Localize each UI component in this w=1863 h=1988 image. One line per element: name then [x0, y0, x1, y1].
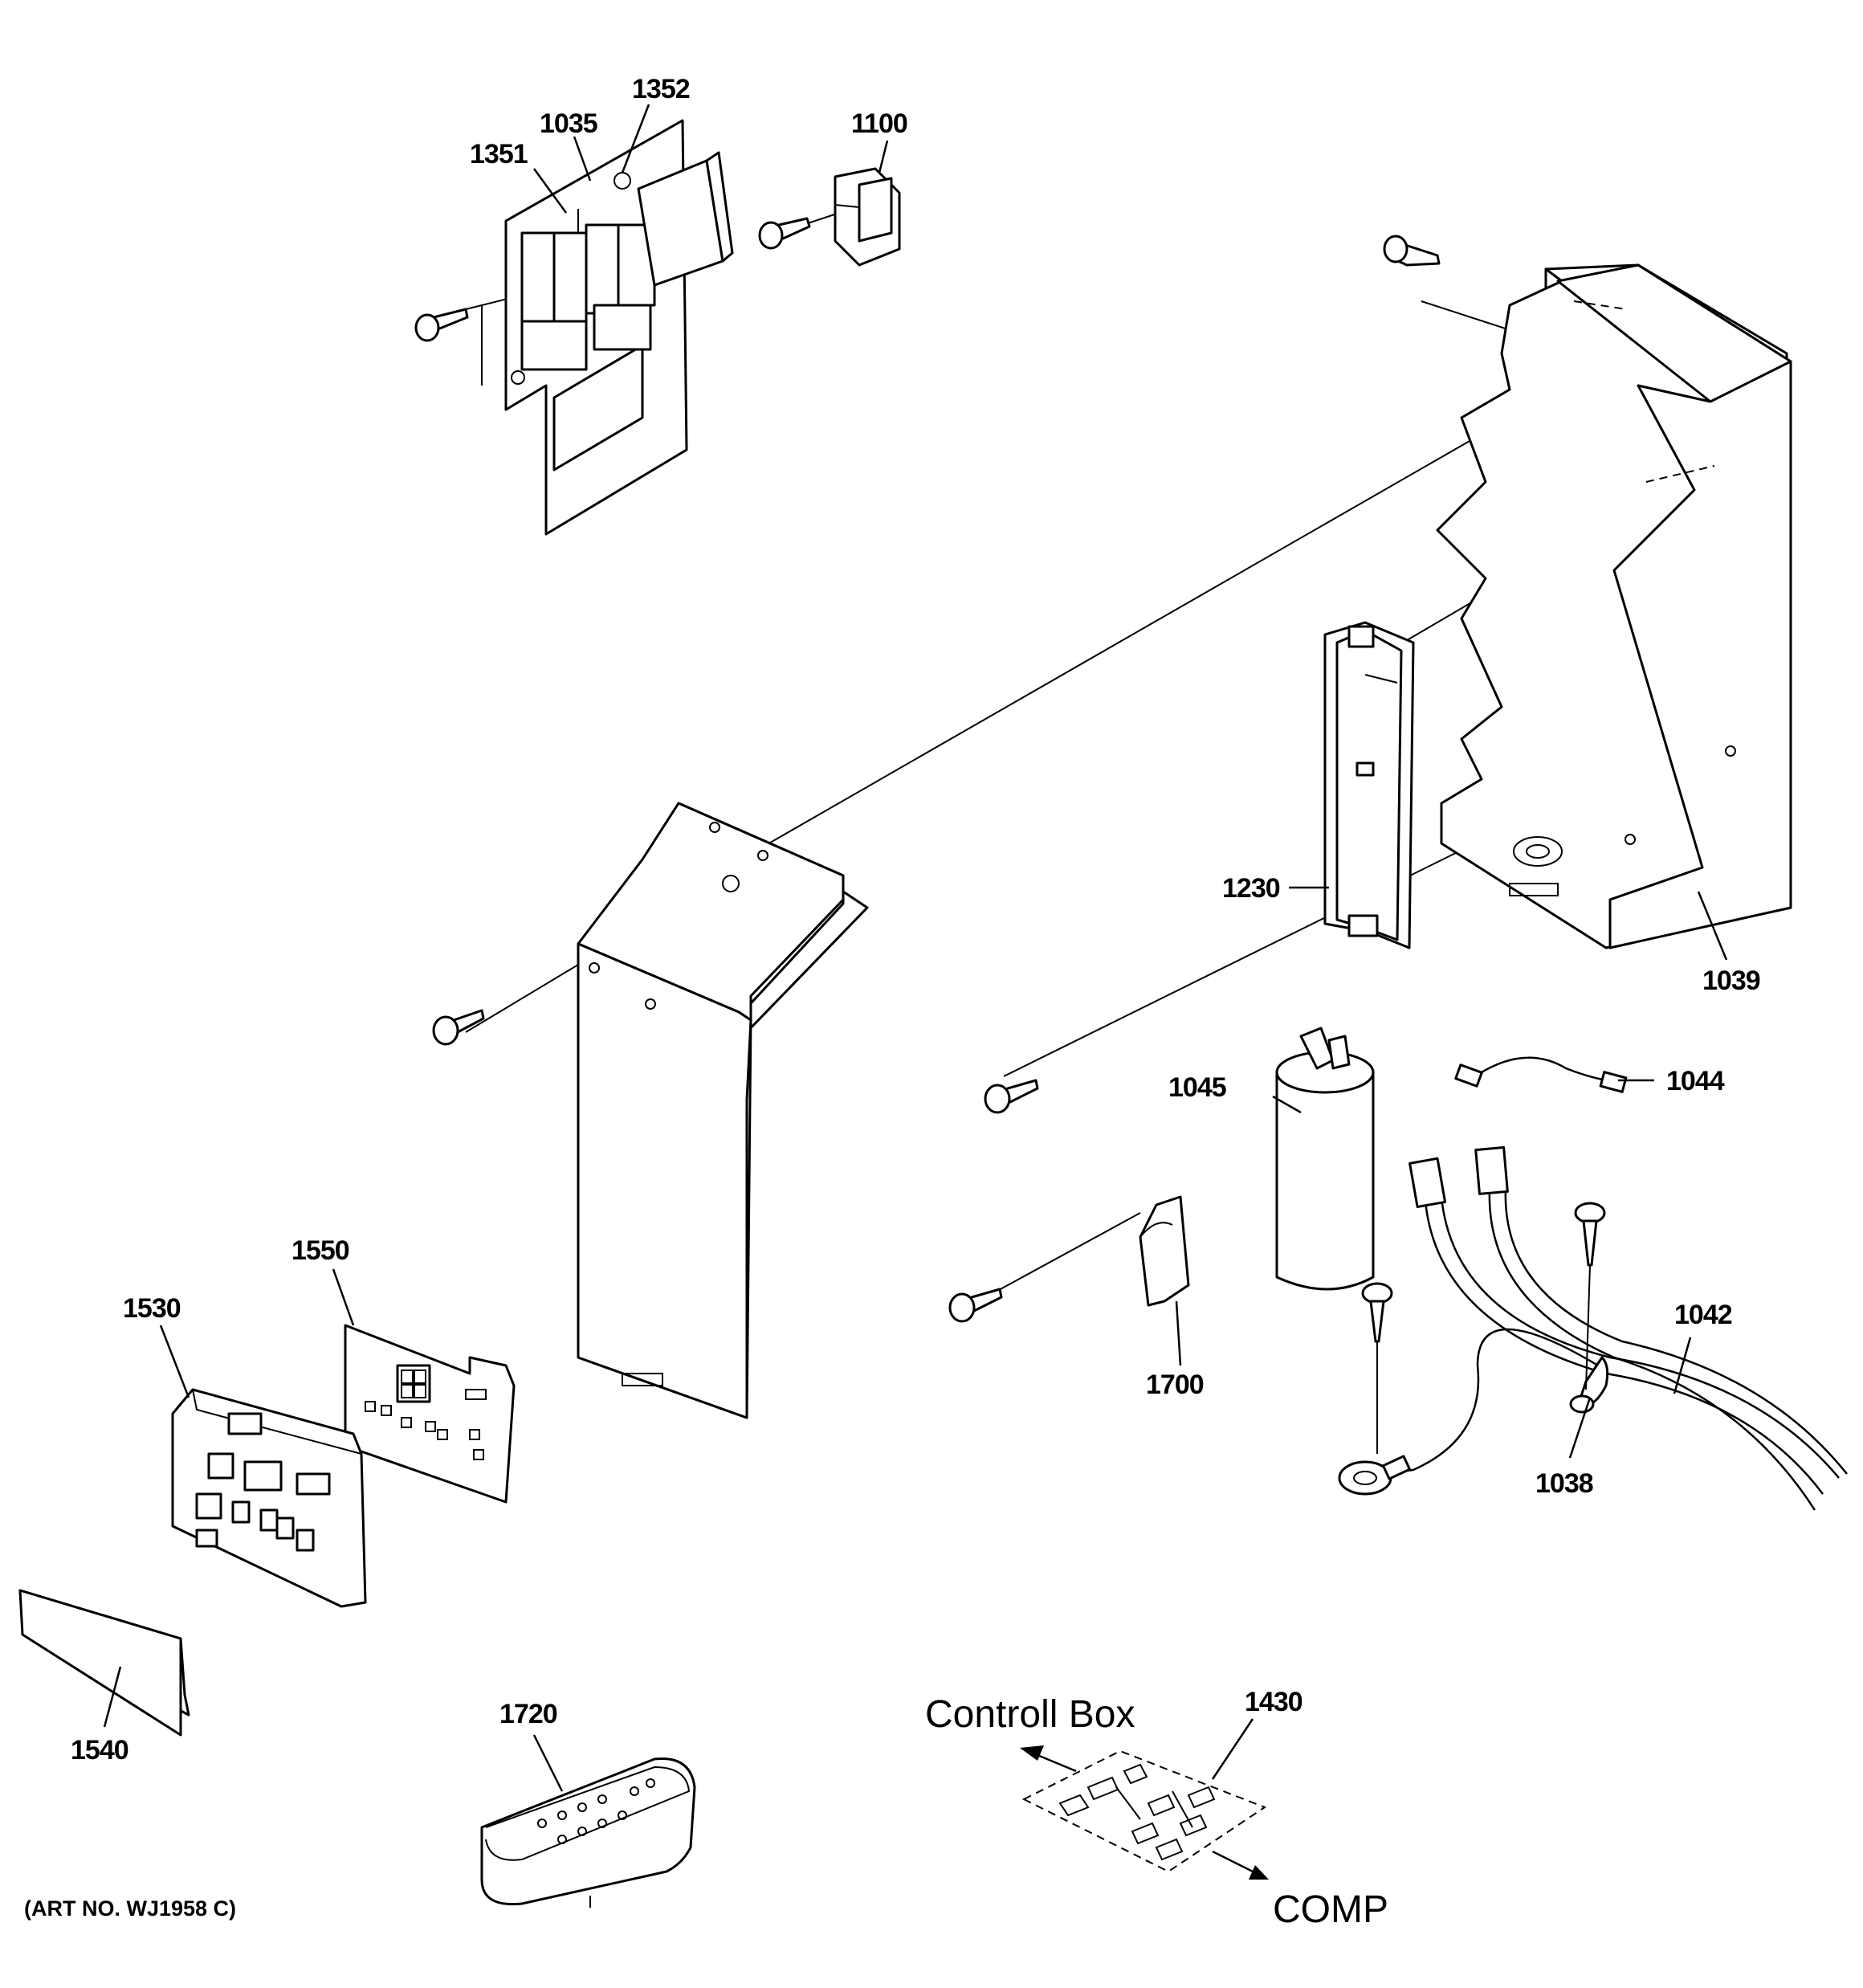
- label-1720: 1720: [499, 1699, 557, 1729]
- label-1352: 1352: [632, 74, 690, 104]
- arrow-control-box: [1020, 1745, 1077, 1773]
- jumper-wire-1044: [1454, 1056, 1628, 1093]
- label-1044: 1044: [1666, 1066, 1725, 1096]
- label-1100: 1100: [851, 108, 907, 139]
- capacitor-1045: [1275, 1027, 1375, 1291]
- label-1039: 1039: [1702, 965, 1760, 996]
- art-number: (ART NO. WJ1958 C): [24, 1896, 236, 1921]
- label-1045: 1045: [1168, 1072, 1226, 1103]
- screw-relay: [758, 217, 811, 250]
- label-1351: 1351: [470, 139, 528, 169]
- overlay-1540: [18, 1589, 190, 1737]
- screw-box-top: [1383, 235, 1441, 267]
- wiring-label-1430: [1021, 1749, 1267, 1873]
- screw-ground: [1361, 1282, 1393, 1454]
- screw-cover: [432, 1009, 485, 1046]
- label-1042: 1042: [1674, 1300, 1732, 1330]
- screw-clip: [1574, 1202, 1606, 1390]
- part-labels: 1352 1035 1351 1100 1230 1039 1045 1044 …: [24, 74, 1761, 1931]
- bracket-1230: [1323, 621, 1415, 949]
- label-1530: 1530: [123, 1293, 181, 1324]
- clamp-1700: [1139, 1195, 1190, 1307]
- label-1038: 1038: [1535, 1468, 1593, 1499]
- label-1700: 1700: [1146, 1370, 1204, 1400]
- label-leaders: [103, 104, 1728, 1792]
- display-panel-1530: [171, 1388, 367, 1608]
- label-1550: 1550: [291, 1235, 349, 1266]
- control-board-1035: [481, 119, 734, 536]
- label-1430: 1430: [1245, 1687, 1302, 1717]
- display-board-1550: [344, 1324, 516, 1504]
- clip-1038: [1569, 1356, 1609, 1414]
- control-box-1039: [1436, 263, 1792, 949]
- label-control-box: Controll Box: [925, 1693, 1135, 1736]
- power-cord-1042: [1338, 1146, 1848, 1511]
- label-1540: 1540: [71, 1735, 128, 1766]
- label-comp: COMP: [1273, 1888, 1388, 1931]
- screw-clamp: [948, 1288, 1003, 1323]
- front-cover-panel: [577, 802, 869, 1419]
- label-1035: 1035: [540, 108, 597, 139]
- arrow-comp: [1212, 1850, 1269, 1880]
- screw-capacitor: [984, 1079, 1039, 1114]
- remote-control-1720: [480, 1757, 696, 1908]
- label-1230: 1230: [1222, 873, 1280, 904]
- relay-1100: [834, 167, 901, 267]
- screw-board: [414, 308, 469, 342]
